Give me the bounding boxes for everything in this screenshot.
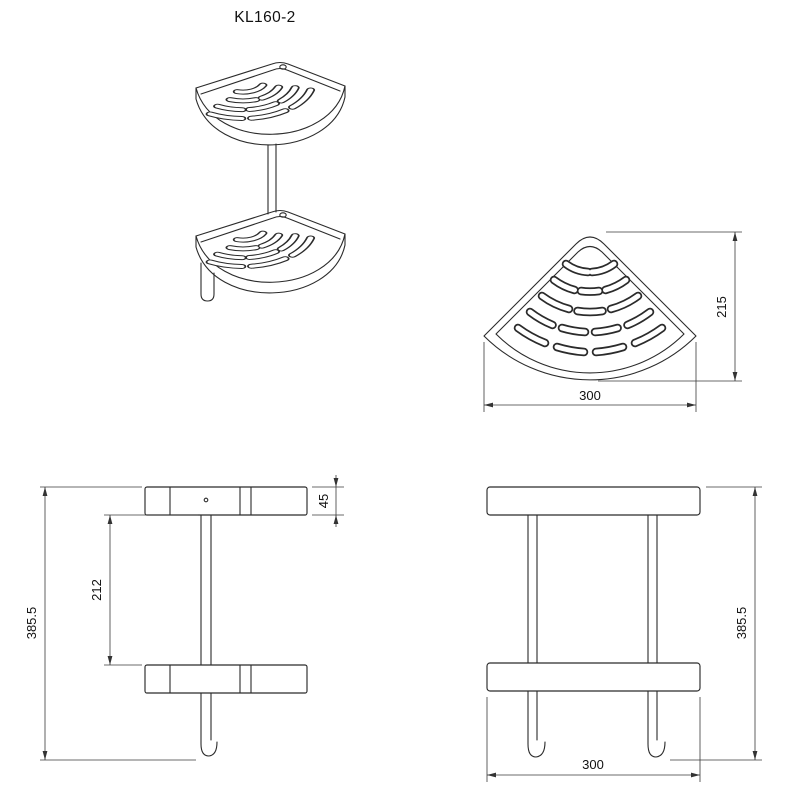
dim-front-total-height: 385.5	[24, 486, 196, 761]
shelf-outline-outer	[483, 236, 697, 381]
front-view: 385.5 212 45	[24, 475, 344, 761]
front-bottom-shelf	[144, 664, 308, 694]
side-hooks	[527, 741, 666, 758]
dim-label-45: 45	[316, 494, 331, 508]
dim-front-shelf-thickness: 45	[312, 475, 344, 527]
shelf-outline-inner	[495, 245, 685, 374]
drawing-title: KL160-2	[234, 9, 295, 26]
front-rail	[200, 499, 212, 745]
side-rails	[527, 499, 658, 745]
dim-label-300-side: 300	[582, 757, 604, 772]
dim-label-385-front: 385.5	[24, 607, 39, 640]
front-top-shelf	[144, 486, 308, 516]
dim-label-212: 212	[89, 579, 104, 601]
wall-mount-foot	[200, 262, 215, 302]
side-top-shelf	[486, 486, 701, 516]
dim-side-width: 300	[486, 697, 701, 782]
side-bottom-shelf	[486, 662, 701, 692]
front-hook	[200, 741, 218, 757]
dim-top-view-width: 300	[483, 342, 697, 412]
dim-label-300-top: 300	[579, 388, 601, 403]
fan-slots	[513, 259, 667, 357]
isometric-view	[196, 63, 345, 302]
dim-label-215: 215	[714, 296, 729, 318]
dim-front-shelf-spacing: 212	[89, 514, 198, 666]
dim-label-385-side: 385.5	[734, 607, 749, 640]
corner-rail	[267, 143, 277, 215]
mount-hole	[203, 497, 209, 503]
dim-side-total-height: 385.5	[670, 486, 762, 761]
top-view: 215 300	[483, 231, 742, 412]
upper-basket	[196, 63, 345, 145]
lower-basket	[196, 211, 345, 293]
side-view: 385.5 300	[486, 486, 762, 782]
dim-top-view-height: 215	[598, 231, 742, 382]
